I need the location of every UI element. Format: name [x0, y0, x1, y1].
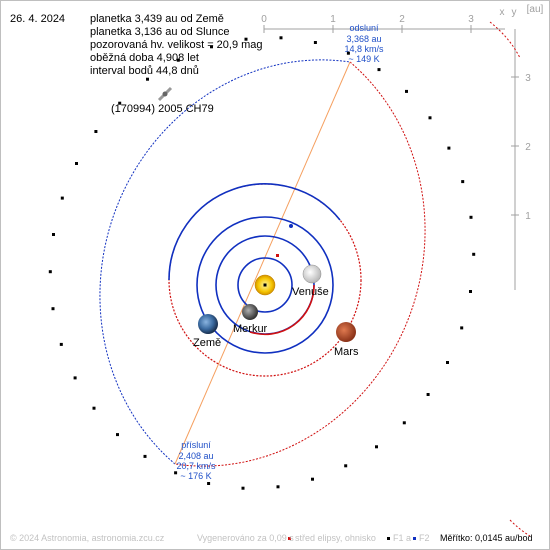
y-tick-2: 2	[525, 142, 531, 153]
orbit-point-marker	[75, 162, 78, 165]
legend-f2-marker	[413, 537, 416, 540]
orbit-point-marker	[377, 68, 381, 72]
orbit-point-marker	[447, 146, 451, 150]
venus-label: Venuše	[292, 286, 329, 298]
perihelion-speed: 20,7 km/s	[176, 461, 216, 471]
info-period: oběžná doba 4,908 let	[90, 52, 199, 64]
footer-f2-label: F2	[419, 533, 430, 543]
orbit-point-marker	[279, 36, 283, 40]
earth-orbit	[196, 216, 334, 354]
orbit-point-marker	[472, 252, 476, 256]
orbit-point-marker	[59, 342, 63, 346]
y-axis-label: y	[512, 7, 517, 18]
asteroid-orbit-far-arc	[174, 61, 426, 467]
orbit-point-marker	[461, 180, 465, 184]
info-earth-distance: planetka 3,439 au od Země	[90, 13, 224, 25]
aphelion-distance: 3,368 au	[346, 34, 381, 44]
orbit-point-marker	[276, 485, 280, 489]
orbit-point-marker	[313, 41, 317, 44]
orbit-point-marker	[210, 45, 213, 49]
x-tick-2: 2	[399, 14, 405, 25]
orbit-point-marker	[344, 464, 348, 468]
y-tick-3: 3	[525, 73, 531, 84]
orbit-point-marker	[446, 361, 449, 364]
venus-orbit-red	[249, 284, 315, 336]
orbit-point-marker	[116, 433, 119, 437]
mars-orbit-marker	[289, 224, 293, 228]
info-magnitude: pozorovaná hv. velikost = 20,9 mag	[90, 39, 263, 51]
y-axis: 3 2 1 y [au]	[511, 4, 544, 290]
orbit-point-marker	[428, 116, 432, 120]
info-sun-distance: planetka 3,136 au od Slunce	[90, 26, 230, 38]
perihelion-temp: ~ 176 K	[180, 471, 211, 481]
orbit-point-marker	[118, 101, 122, 105]
orbit-point-marker	[207, 482, 211, 485]
orbit-point-marker	[375, 445, 378, 449]
asteroid-orbit-near-arc	[99, 59, 351, 465]
x-axis: 0 1 2 3 x	[261, 7, 505, 33]
mars-orbit-blue	[168, 183, 341, 281]
orbit-point-marker	[174, 471, 178, 475]
date-label: 26. 4. 2024	[10, 13, 66, 25]
orbit-point-marker	[52, 233, 55, 236]
orbit-point-marker	[244, 37, 248, 41]
aphelion-temp: ~ 149 K	[348, 54, 379, 64]
orbit-point-marker	[92, 406, 96, 410]
orbit-point-marker	[405, 89, 408, 93]
asteroid-label: (170994) 2005 CH79	[111, 103, 214, 115]
unit-label: [au]	[527, 4, 544, 15]
orbit-point-marker	[51, 307, 55, 311]
ellipse-center-marker	[276, 254, 279, 257]
legend-f1-marker	[387, 537, 390, 540]
orbit-point-marker	[94, 130, 98, 133]
orbit-point-marker	[176, 58, 180, 62]
orbit-point-marker	[48, 270, 52, 274]
info-block: planetka 3,439 au od Země planetka 3,136…	[90, 13, 263, 78]
perihelion-distance: 2,408 au	[178, 451, 213, 461]
orbit-point-marker	[469, 290, 472, 293]
focus-marker	[263, 283, 267, 287]
orbit-point-marker	[426, 393, 430, 396]
earth-label: Země	[193, 337, 221, 349]
info-point-interval: interval bodů 44,8 dnů	[90, 65, 199, 77]
legend-center-marker	[288, 537, 291, 540]
x-tick-1: 1	[330, 14, 336, 25]
orbit-point-marker	[346, 51, 350, 55]
x-tick-0: 0	[261, 14, 267, 25]
mars-planet	[336, 322, 356, 342]
aphelion-info: odsluní 3,368 au 14,8 km/s ~ 149 K	[344, 23, 384, 64]
orbit-point-marker	[460, 326, 464, 330]
y-tick-1: 1	[525, 211, 531, 222]
footer-copyright: © 2024 Astronomia, astronomia.zcu.cz	[10, 533, 165, 543]
footer-generated: Vygenerováno za 0,09 s	[197, 533, 294, 543]
venus-planet	[302, 264, 322, 284]
orbit-point-marker	[311, 477, 314, 481]
footer-scale: Měřítko: 0,0145 au/bod	[440, 533, 533, 543]
footer-ellipse-center: střed elipsy, ohnisko	[295, 533, 376, 543]
aphelion-title: odsluní	[349, 23, 379, 33]
mercury-label: Merkur	[233, 323, 268, 335]
orbit-point-marker	[73, 376, 77, 380]
corner-arc-top	[489, 21, 521, 59]
aphelion-speed: 14,8 km/s	[344, 44, 384, 54]
perihelion-info: přísluní 2,408 au 20,7 km/s ~ 176 K	[176, 440, 216, 481]
orbit-point-marker	[60, 196, 64, 200]
orbit-point-marker	[469, 215, 473, 219]
mercury-orbit	[237, 257, 293, 313]
orbit-point-marker	[143, 454, 147, 458]
mercury-planet	[242, 304, 258, 320]
orbit-point-marker	[241, 486, 245, 490]
orbit-point-marker	[146, 77, 149, 81]
perihelion-title: přísluní	[181, 440, 211, 450]
earth-planet	[198, 314, 218, 334]
apsis-line	[174, 61, 351, 465]
corner-arc-bottom	[509, 519, 531, 537]
x-axis-label: x	[500, 7, 505, 18]
mars-label: Mars	[334, 346, 359, 358]
footer-f1-label: F1 a	[393, 533, 412, 543]
asteroid-marker	[157, 86, 173, 102]
x-tick-3: 3	[468, 14, 474, 25]
orbit-point-marker	[402, 421, 406, 425]
